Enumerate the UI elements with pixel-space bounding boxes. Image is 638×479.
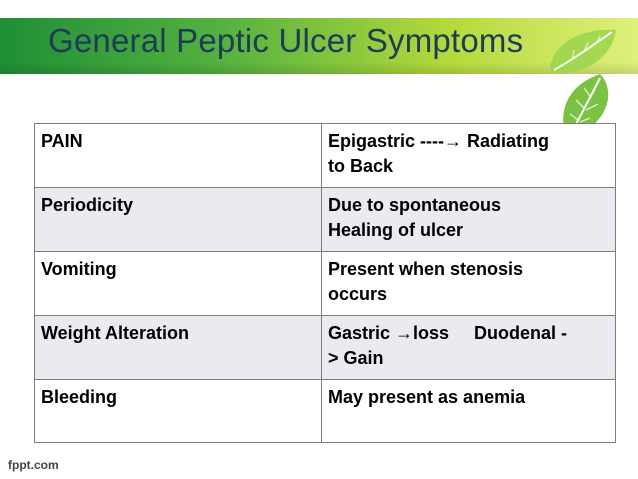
symptom-label: Weight Alteration <box>34 315 322 380</box>
symptom-label: Periodicity <box>34 187 322 252</box>
title-band-shade <box>0 62 638 74</box>
symptom-description: Gastric →loss Duodenal - > Gain <box>321 315 616 380</box>
title-band <box>0 18 638 74</box>
symptoms-table: PAIN Epigastric ----→ Radiating to Back … <box>34 123 616 443</box>
description-line: Epigastric ----→ Radiating <box>328 131 550 151</box>
description-line: occurs <box>328 284 388 304</box>
symptom-description: May present as anemia <box>321 379 616 443</box>
symptom-label: Bleeding <box>34 379 322 443</box>
table-row: PAIN Epigastric ----→ Radiating to Back <box>34 123 616 188</box>
description-line: > Gain <box>328 348 384 368</box>
symptom-label: PAIN <box>34 123 322 188</box>
description-line: to Back <box>328 156 394 176</box>
slide-title: General Peptic Ulcer Symptoms <box>48 22 524 59</box>
description-line: Present when stenosis <box>328 259 524 279</box>
symptom-description: Present when stenosis occurs <box>321 251 616 316</box>
table-row: Vomiting Present when stenosis occurs <box>34 251 616 316</box>
footer-source: fppt.com <box>8 458 59 472</box>
table-row: Bleeding May present as anemia <box>34 379 616 443</box>
symptom-description: Epigastric ----→ Radiating to Back <box>321 123 616 188</box>
symptom-label: Vomiting <box>34 251 322 316</box>
leaf-icon <box>550 29 616 138</box>
description-line: May present as anemia <box>328 387 526 407</box>
table-row: Periodicity Due to spontaneous Healing o… <box>34 187 616 252</box>
description-line: Gastric →loss Duodenal - <box>328 323 568 343</box>
table-row: Weight Alteration Gastric →loss Duodenal… <box>34 315 616 380</box>
symptom-description: Due to spontaneous Healing of ulcer <box>321 187 616 252</box>
description-line: Due to spontaneous <box>328 195 502 215</box>
description-line: Healing of ulcer <box>328 220 464 240</box>
